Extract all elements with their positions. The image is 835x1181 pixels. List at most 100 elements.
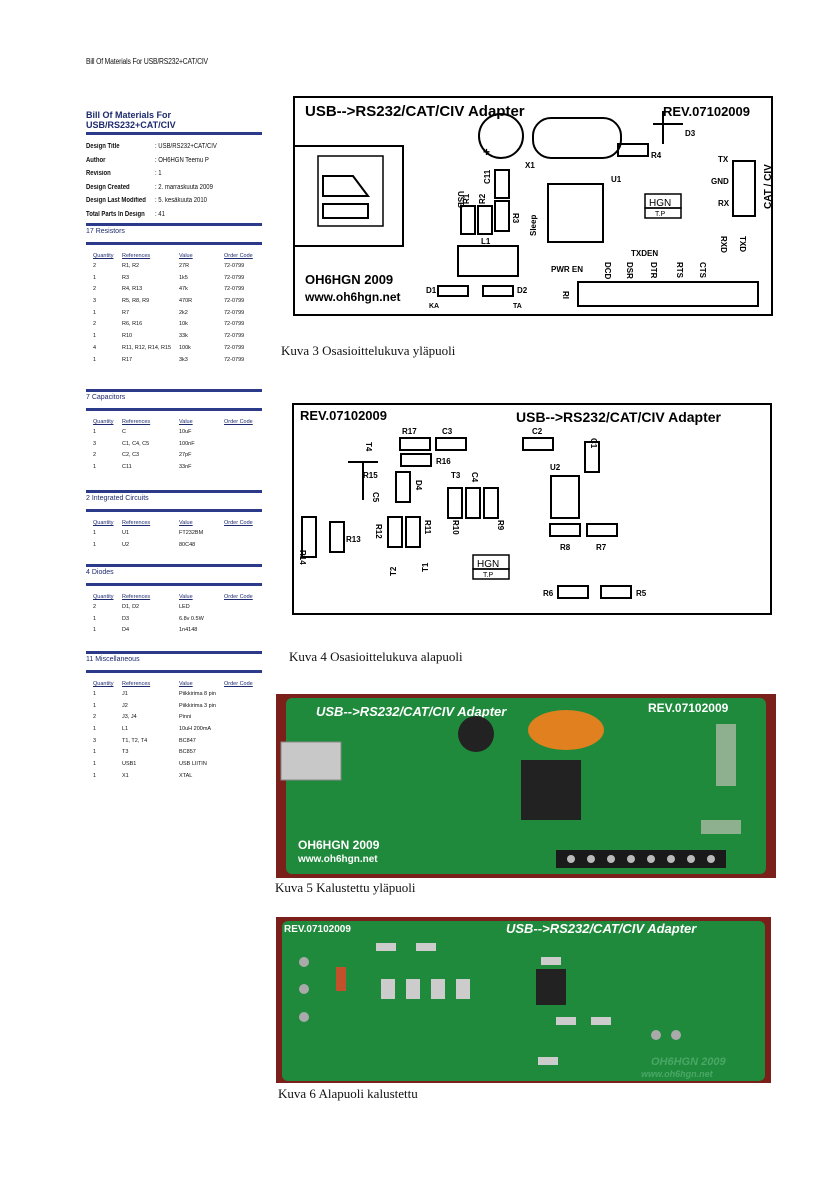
bom-cell bbox=[224, 427, 262, 439]
bom-cell: 6.8v 0.5W bbox=[179, 615, 204, 622]
bom-column-header: References bbox=[122, 520, 151, 526]
meta-row: Author: OH6HGN Teemu P bbox=[86, 154, 262, 168]
bom-cell: R11, R12, R14, R15 bbox=[122, 344, 172, 351]
pcb-bottom-rev: REV.07102009 bbox=[300, 408, 387, 423]
meta-value: : 5. kesäkuuta 2010 bbox=[155, 197, 207, 205]
photo2-url: www.oh6hgn.net bbox=[641, 1069, 714, 1079]
bom-cell: BC857 bbox=[179, 749, 196, 756]
bom-cell: L1 bbox=[122, 726, 129, 733]
document-header: Bill Of Materials For USB/RS232+CAT/CIV bbox=[86, 57, 208, 66]
bom-cell: 72-0799 bbox=[224, 356, 245, 363]
label-t2: T2 bbox=[389, 566, 398, 576]
bom-cell: XTAL bbox=[179, 772, 193, 779]
meta-value: : 1 bbox=[155, 170, 162, 178]
bom-title: Bill Of Materials For USB/RS232+CAT/CIV bbox=[86, 110, 176, 130]
bom-section-title: 4 Diodes bbox=[86, 564, 262, 579]
bom-column-header: Order Code bbox=[224, 419, 253, 425]
bom-cell: D1, D2 bbox=[122, 604, 140, 610]
bom-cell: 1k5 bbox=[179, 274, 188, 281]
bom-cell: 2k2 bbox=[179, 309, 188, 316]
bom-cell: 1 bbox=[93, 691, 97, 697]
meta-key: Author bbox=[86, 156, 106, 164]
bom-cell: Piikkirima 8 pin bbox=[179, 691, 216, 697]
bom-column-header: Value bbox=[179, 253, 193, 259]
label-r11: R11 bbox=[423, 520, 432, 535]
bom-cell: 33nF bbox=[179, 464, 192, 471]
label-r6: R6 bbox=[543, 589, 554, 598]
bom-cell bbox=[224, 724, 262, 736]
label-ka: KA bbox=[429, 303, 439, 310]
pcb-bottom-title: USB-->RS232/CAT/CIV Adapter bbox=[516, 409, 722, 425]
photo2-rev: REV.07102009 bbox=[284, 924, 351, 935]
meta-row: Total Parts In Design: 41 bbox=[86, 208, 262, 222]
bom-column-header: References bbox=[122, 681, 151, 687]
photo-top-assembled: USB-->RS232/CAT/CIV Adapter REV.07102009… bbox=[276, 694, 776, 878]
bom-cell bbox=[224, 540, 262, 552]
pcb-top-rev: REV.07102009 bbox=[663, 104, 750, 119]
bom-section-rule bbox=[86, 408, 262, 411]
bom-column-header: Quantity bbox=[93, 520, 114, 526]
bom-cell: T3 bbox=[122, 749, 129, 756]
bom-cell: 27pF bbox=[179, 452, 192, 459]
bom-title-rule bbox=[86, 132, 262, 135]
pcb-top-url: www.oh6hgn.net bbox=[304, 290, 401, 304]
meta-row: Design Created : 2. marraskuuta 2009 bbox=[86, 181, 262, 195]
label-dsr: DSR bbox=[625, 262, 634, 279]
pcb-top-brand: OH6HGN 2009 bbox=[305, 272, 393, 287]
bom-cell: J2 bbox=[122, 702, 128, 709]
bom-column-header: Value bbox=[179, 594, 193, 600]
photo2-brand: OH6HGN 2009 bbox=[651, 1056, 726, 1068]
bom-cell: D4 bbox=[122, 627, 130, 634]
bom-cell: 1 bbox=[93, 333, 97, 340]
bom-cell: Piikkirima 3 pin bbox=[179, 702, 216, 709]
label-t1: T1 bbox=[421, 562, 430, 572]
pcb-bottom-layout: REV.07102009 USB-->RS232/CAT/CIV Adapter… bbox=[288, 400, 776, 618]
bom-cell: 3 bbox=[93, 440, 97, 447]
bom-cell: LED bbox=[179, 604, 190, 610]
bom-cell: 2 bbox=[93, 286, 97, 293]
bom-cell: 1 bbox=[93, 702, 97, 709]
bom-cell: BC847 bbox=[179, 737, 196, 744]
label-u2: U2 bbox=[550, 463, 561, 472]
bom-cell: C bbox=[122, 429, 126, 435]
label-rts: RTS bbox=[675, 262, 684, 279]
meta-value: : USB/RS232+CAT/CIV bbox=[155, 143, 217, 150]
bom-column-header: Order Code bbox=[224, 253, 253, 259]
meta-key: Revision bbox=[86, 170, 111, 178]
bom-cell: 72-0799 bbox=[224, 286, 245, 293]
meta-key: Total Parts In Design bbox=[86, 210, 145, 218]
svg-text:+: + bbox=[483, 145, 490, 159]
label-d3: D3 bbox=[685, 129, 696, 138]
label-rxd: RXD bbox=[719, 236, 728, 253]
bom-column-header: Quantity bbox=[93, 681, 114, 687]
label-sleep: Sleep bbox=[529, 215, 538, 236]
bom-cell: D3 bbox=[122, 615, 130, 622]
bom-cell: 72-0799 bbox=[224, 333, 245, 340]
bom-cell: 72-0799 bbox=[224, 263, 245, 269]
bom-cell: 33k bbox=[179, 333, 188, 340]
caption-fig3: Kuva 3 Osasioittelukuva yläpuoli bbox=[281, 343, 456, 358]
bom-cell: R4, R13 bbox=[122, 286, 143, 293]
bom-cell: 3 bbox=[93, 298, 97, 305]
label-gnd: GND bbox=[711, 177, 729, 186]
bom-section-title: 2 Integrated Circuits bbox=[86, 490, 262, 505]
caption-fig6: Kuva 6 Alapuoli kalustettu bbox=[278, 1086, 418, 1101]
meta-value: : 2. marraskuuta 2009 bbox=[155, 183, 213, 191]
bom-cell: X1 bbox=[122, 772, 129, 779]
meta-key: Design Created bbox=[86, 183, 130, 191]
label-hgn: HGN bbox=[477, 559, 499, 570]
bom-section-rule bbox=[86, 583, 262, 586]
bom-section-title: 17 Resistors bbox=[86, 223, 262, 238]
label-r17: R17 bbox=[402, 427, 417, 436]
bom-cell bbox=[224, 450, 262, 462]
